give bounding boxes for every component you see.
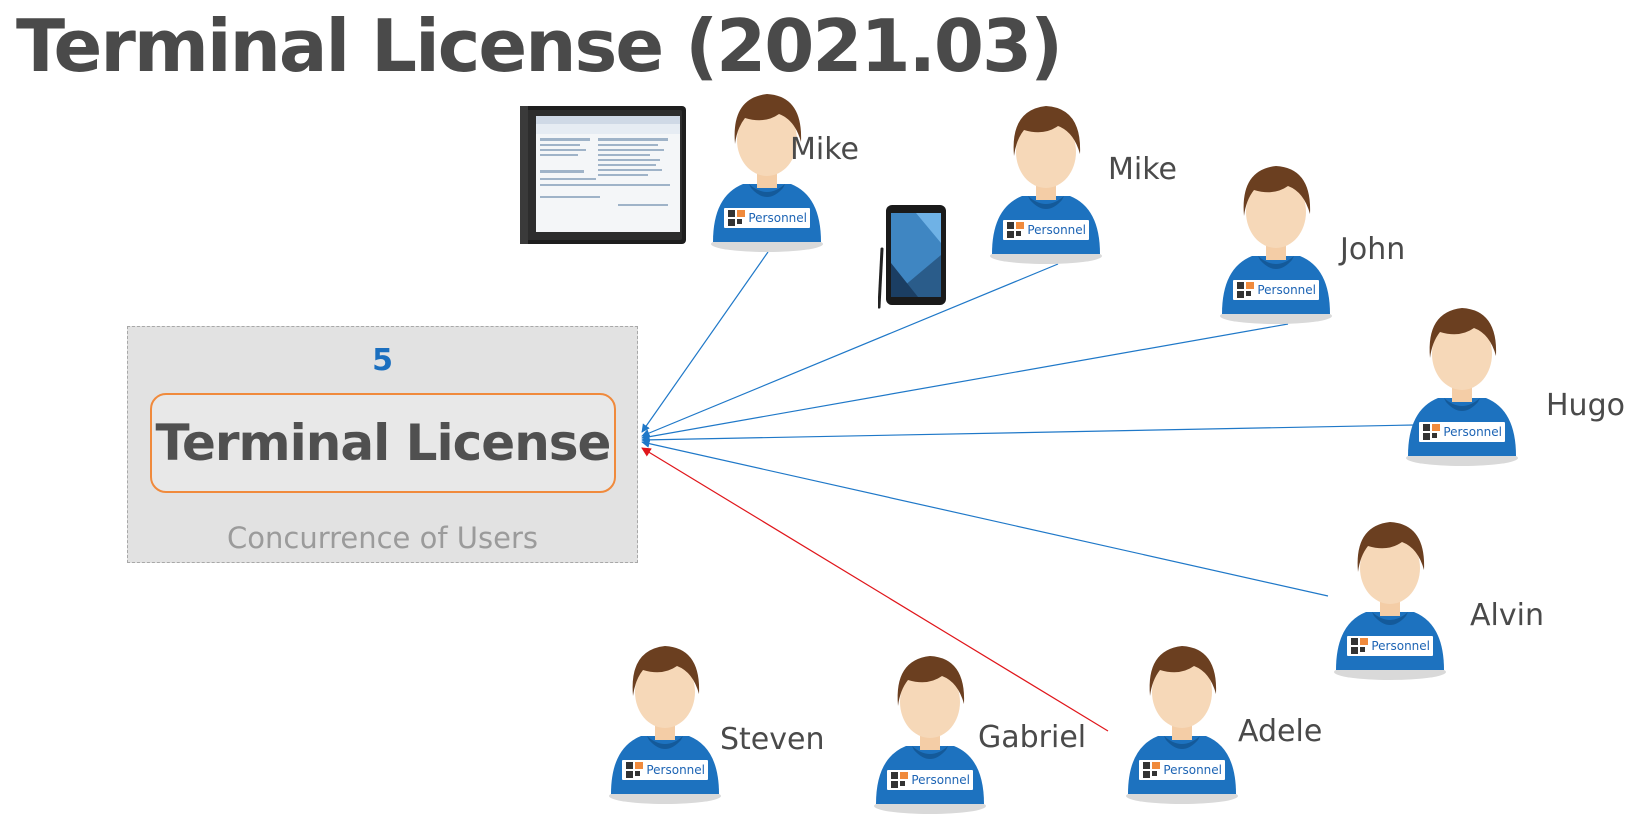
connection-line-alvin <box>641 439 1329 597</box>
badge-text: Personnel <box>1443 425 1502 439</box>
connection-line-mike-2 <box>641 263 1059 437</box>
user-avatar-steven: Personnel <box>605 636 725 806</box>
connection-line-hugo <box>641 424 1415 445</box>
badge-personnel: Personnel <box>1347 636 1433 656</box>
license-name: Terminal License <box>155 414 612 472</box>
company-logo-icon <box>1423 424 1440 440</box>
connection-line-adele-rejected <box>641 447 1109 732</box>
license-box: Terminal License <box>150 393 616 493</box>
license-count: 5 <box>372 343 393 378</box>
user-icon <box>1334 522 1446 680</box>
company-logo-icon <box>1007 222 1024 238</box>
badge-personnel: Personnel <box>1003 220 1089 240</box>
user-icon <box>609 646 721 804</box>
user-avatar-hugo: Personnel <box>1402 298 1522 468</box>
badge-personnel: Personnel <box>1419 422 1505 442</box>
page-title: Terminal License (2021.03) <box>16 4 1063 88</box>
connection-line-mike-1 <box>641 251 769 433</box>
user-icon <box>711 94 823 252</box>
user-name-alvin: Alvin <box>1470 598 1544 633</box>
badge-text: Personnel <box>911 773 970 787</box>
company-logo-icon <box>1237 282 1254 298</box>
user-icon <box>874 656 986 814</box>
badge-text: Personnel <box>748 211 807 225</box>
badge-text: Personnel <box>1027 223 1086 237</box>
user-name-mike-2: Mike <box>1108 152 1177 187</box>
company-logo-icon <box>891 772 908 788</box>
badge-text: Personnel <box>1163 763 1222 777</box>
company-logo-icon <box>626 762 643 778</box>
user-avatar-mike-2: Personnel <box>986 96 1106 266</box>
user-name-adele: Adele <box>1238 714 1323 749</box>
user-name-steven: Steven <box>720 722 825 757</box>
badge-text: Personnel <box>1257 283 1316 297</box>
connection-line-john <box>641 323 1289 441</box>
badge-personnel: Personnel <box>622 760 708 780</box>
user-avatar-mike-1: Personnel <box>707 84 827 254</box>
license-caption: Concurrence of Users <box>227 521 538 555</box>
user-icon <box>1406 308 1518 466</box>
badge-personnel: Personnel <box>887 770 973 790</box>
user-name-john: John <box>1340 232 1406 267</box>
badge-text: Personnel <box>1371 639 1430 653</box>
badge-personnel: Personnel <box>724 208 810 228</box>
user-avatar-john: Personnel <box>1216 156 1336 326</box>
user-icon <box>1220 166 1332 324</box>
user-avatar-alvin: Personnel <box>1330 512 1450 682</box>
license-panel: 5 Terminal License Concurrence of Users <box>127 326 638 563</box>
company-logo-icon <box>728 210 745 226</box>
user-name-gabriel: Gabriel <box>978 720 1087 755</box>
company-logo-icon <box>1351 638 1368 654</box>
badge-personnel: Personnel <box>1139 760 1225 780</box>
tablet-icon <box>878 205 946 309</box>
company-logo-icon <box>1143 762 1160 778</box>
user-name-mike-1: Mike <box>790 132 859 167</box>
badge-personnel: Personnel <box>1233 280 1319 300</box>
user-avatar-adele: Personnel <box>1122 636 1242 806</box>
user-icon <box>990 106 1102 264</box>
user-avatar-gabriel: Personnel <box>870 646 990 816</box>
user-name-hugo: Hugo <box>1546 388 1625 423</box>
badge-text: Personnel <box>646 763 705 777</box>
user-icon <box>1126 646 1238 804</box>
monitor-icon <box>520 106 686 244</box>
